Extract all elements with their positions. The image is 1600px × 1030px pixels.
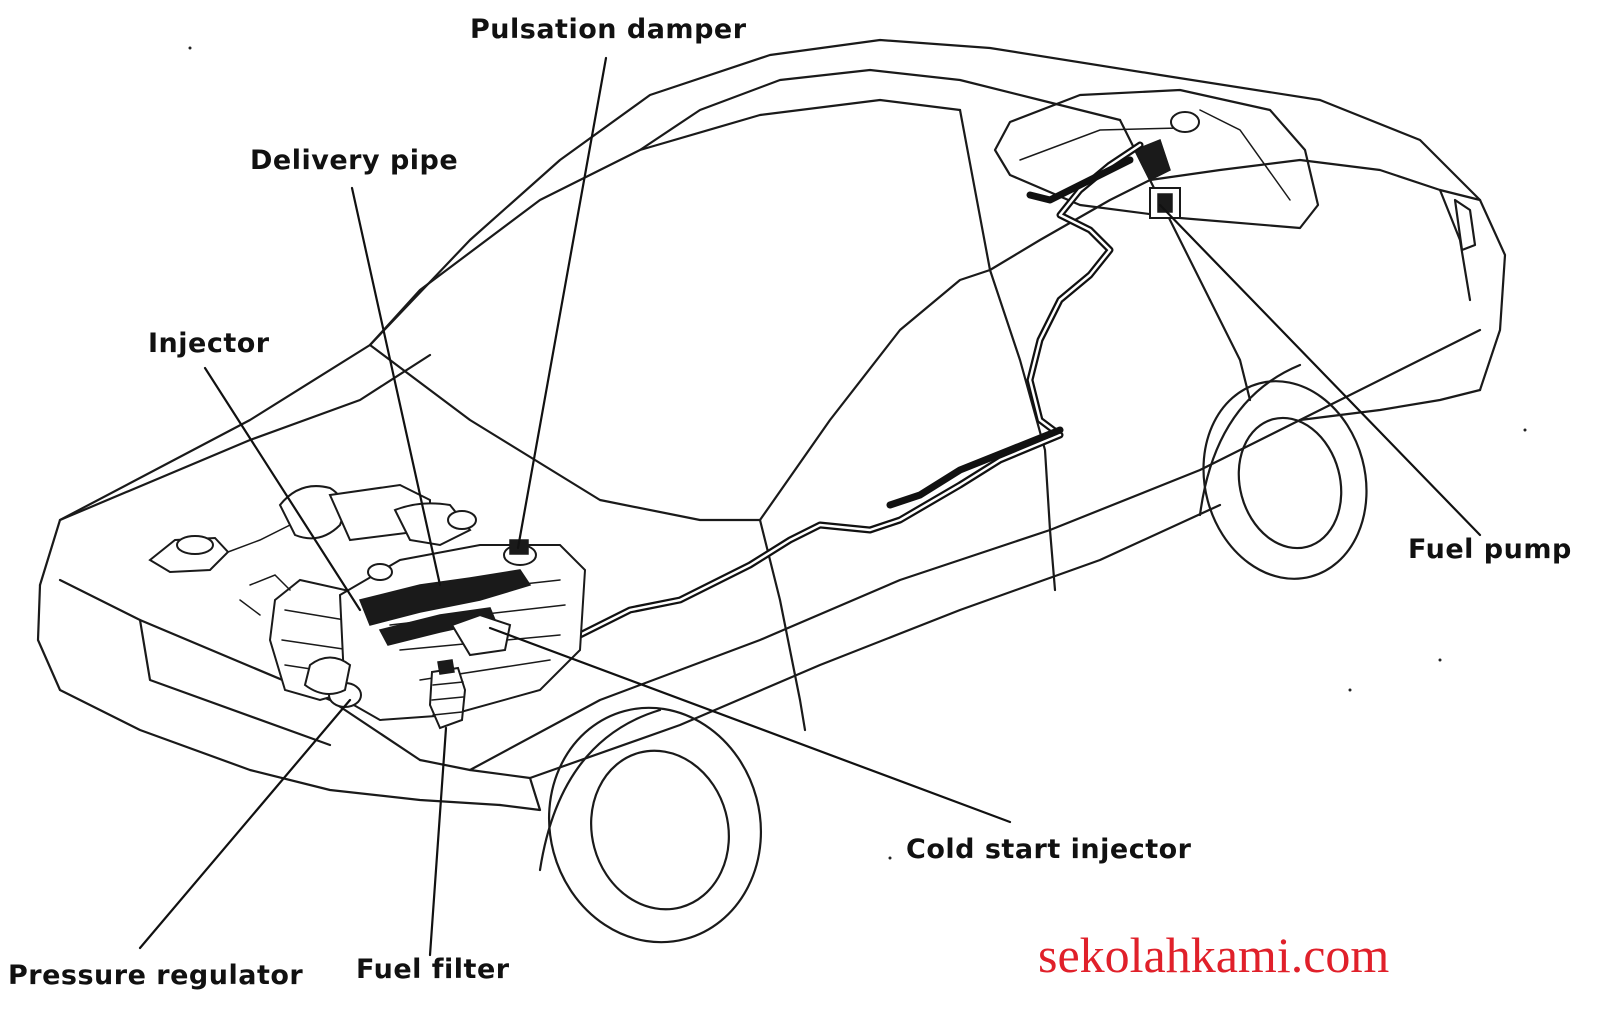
leader-fuel-pump — [1158, 203, 1482, 537]
scan-specks — [188, 46, 1527, 860]
leader-cold-start-injector — [488, 626, 1012, 824]
label-fuel-filter: Fuel filter — [356, 954, 510, 985]
leader-injector — [203, 366, 362, 612]
label-fuel-pump: Fuel pump — [1408, 534, 1572, 565]
label-pulsation-damper: Pulsation damper — [470, 14, 747, 45]
label-cold-start-injector: Cold start injector — [906, 834, 1192, 865]
leader-delivery-pipe — [350, 186, 442, 587]
leader-pulsation-damper — [516, 56, 608, 550]
leader-lines — [138, 56, 1482, 957]
label-pressure-regulator: Pressure regulator — [8, 960, 304, 991]
engine-assembly — [148, 483, 587, 730]
rear-wheel — [1198, 363, 1368, 580]
leader-pressure-regulator — [138, 698, 352, 950]
front-wheel — [538, 706, 763, 944]
car-body — [36, 38, 1507, 812]
watermark-text: sekolahkami.com — [1038, 927, 1390, 983]
label-delivery-pipe: Delivery pipe — [250, 145, 459, 176]
fuel-line — [466, 141, 1144, 699]
fuel-pump-unit — [1133, 139, 1181, 219]
label-injector: Injector — [148, 328, 270, 359]
leader-fuel-filter — [428, 726, 448, 957]
